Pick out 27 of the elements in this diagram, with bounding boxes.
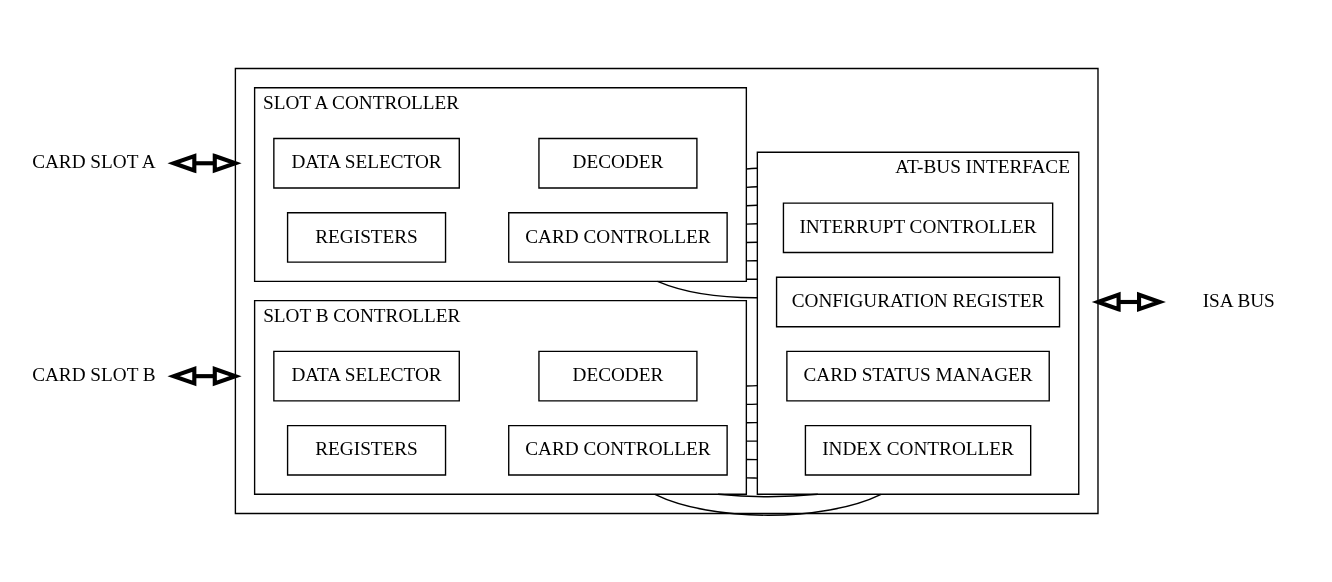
connector [745,403,759,406]
node-box: INTERRUPT CONTROLLER [782,202,1054,254]
connector [745,186,759,189]
connector [745,223,759,225]
connector [717,493,819,498]
node-box: REGISTERS [286,212,447,263]
node-box: REGISTERS [286,424,447,476]
node-box: DATA SELECTOR [273,137,460,189]
arrow [167,153,242,174]
node-text: ISA BUS [1202,290,1275,312]
connector [745,477,759,479]
node-box: CARD CONTROLLER [508,212,728,263]
node-text: CARD SLOT A [32,151,156,173]
connector [745,260,759,262]
connector [745,440,759,442]
node-box: CARD STATUS MANAGER [786,350,1050,402]
arrow [1091,291,1166,313]
node-box: CARD CONTROLLER [508,424,728,476]
node-box: DATA SELECTOR [273,350,460,402]
connector [745,384,759,387]
node-box: INDEX CONTROLLER [804,424,1032,476]
node-box: CONFIGURATION REGISTER [775,276,1061,328]
node-box: DECODER [538,137,698,189]
node-box: DECODER [538,350,698,402]
node-text: CARD SLOT B [32,364,156,386]
connector [745,167,759,170]
arrow [167,366,242,387]
